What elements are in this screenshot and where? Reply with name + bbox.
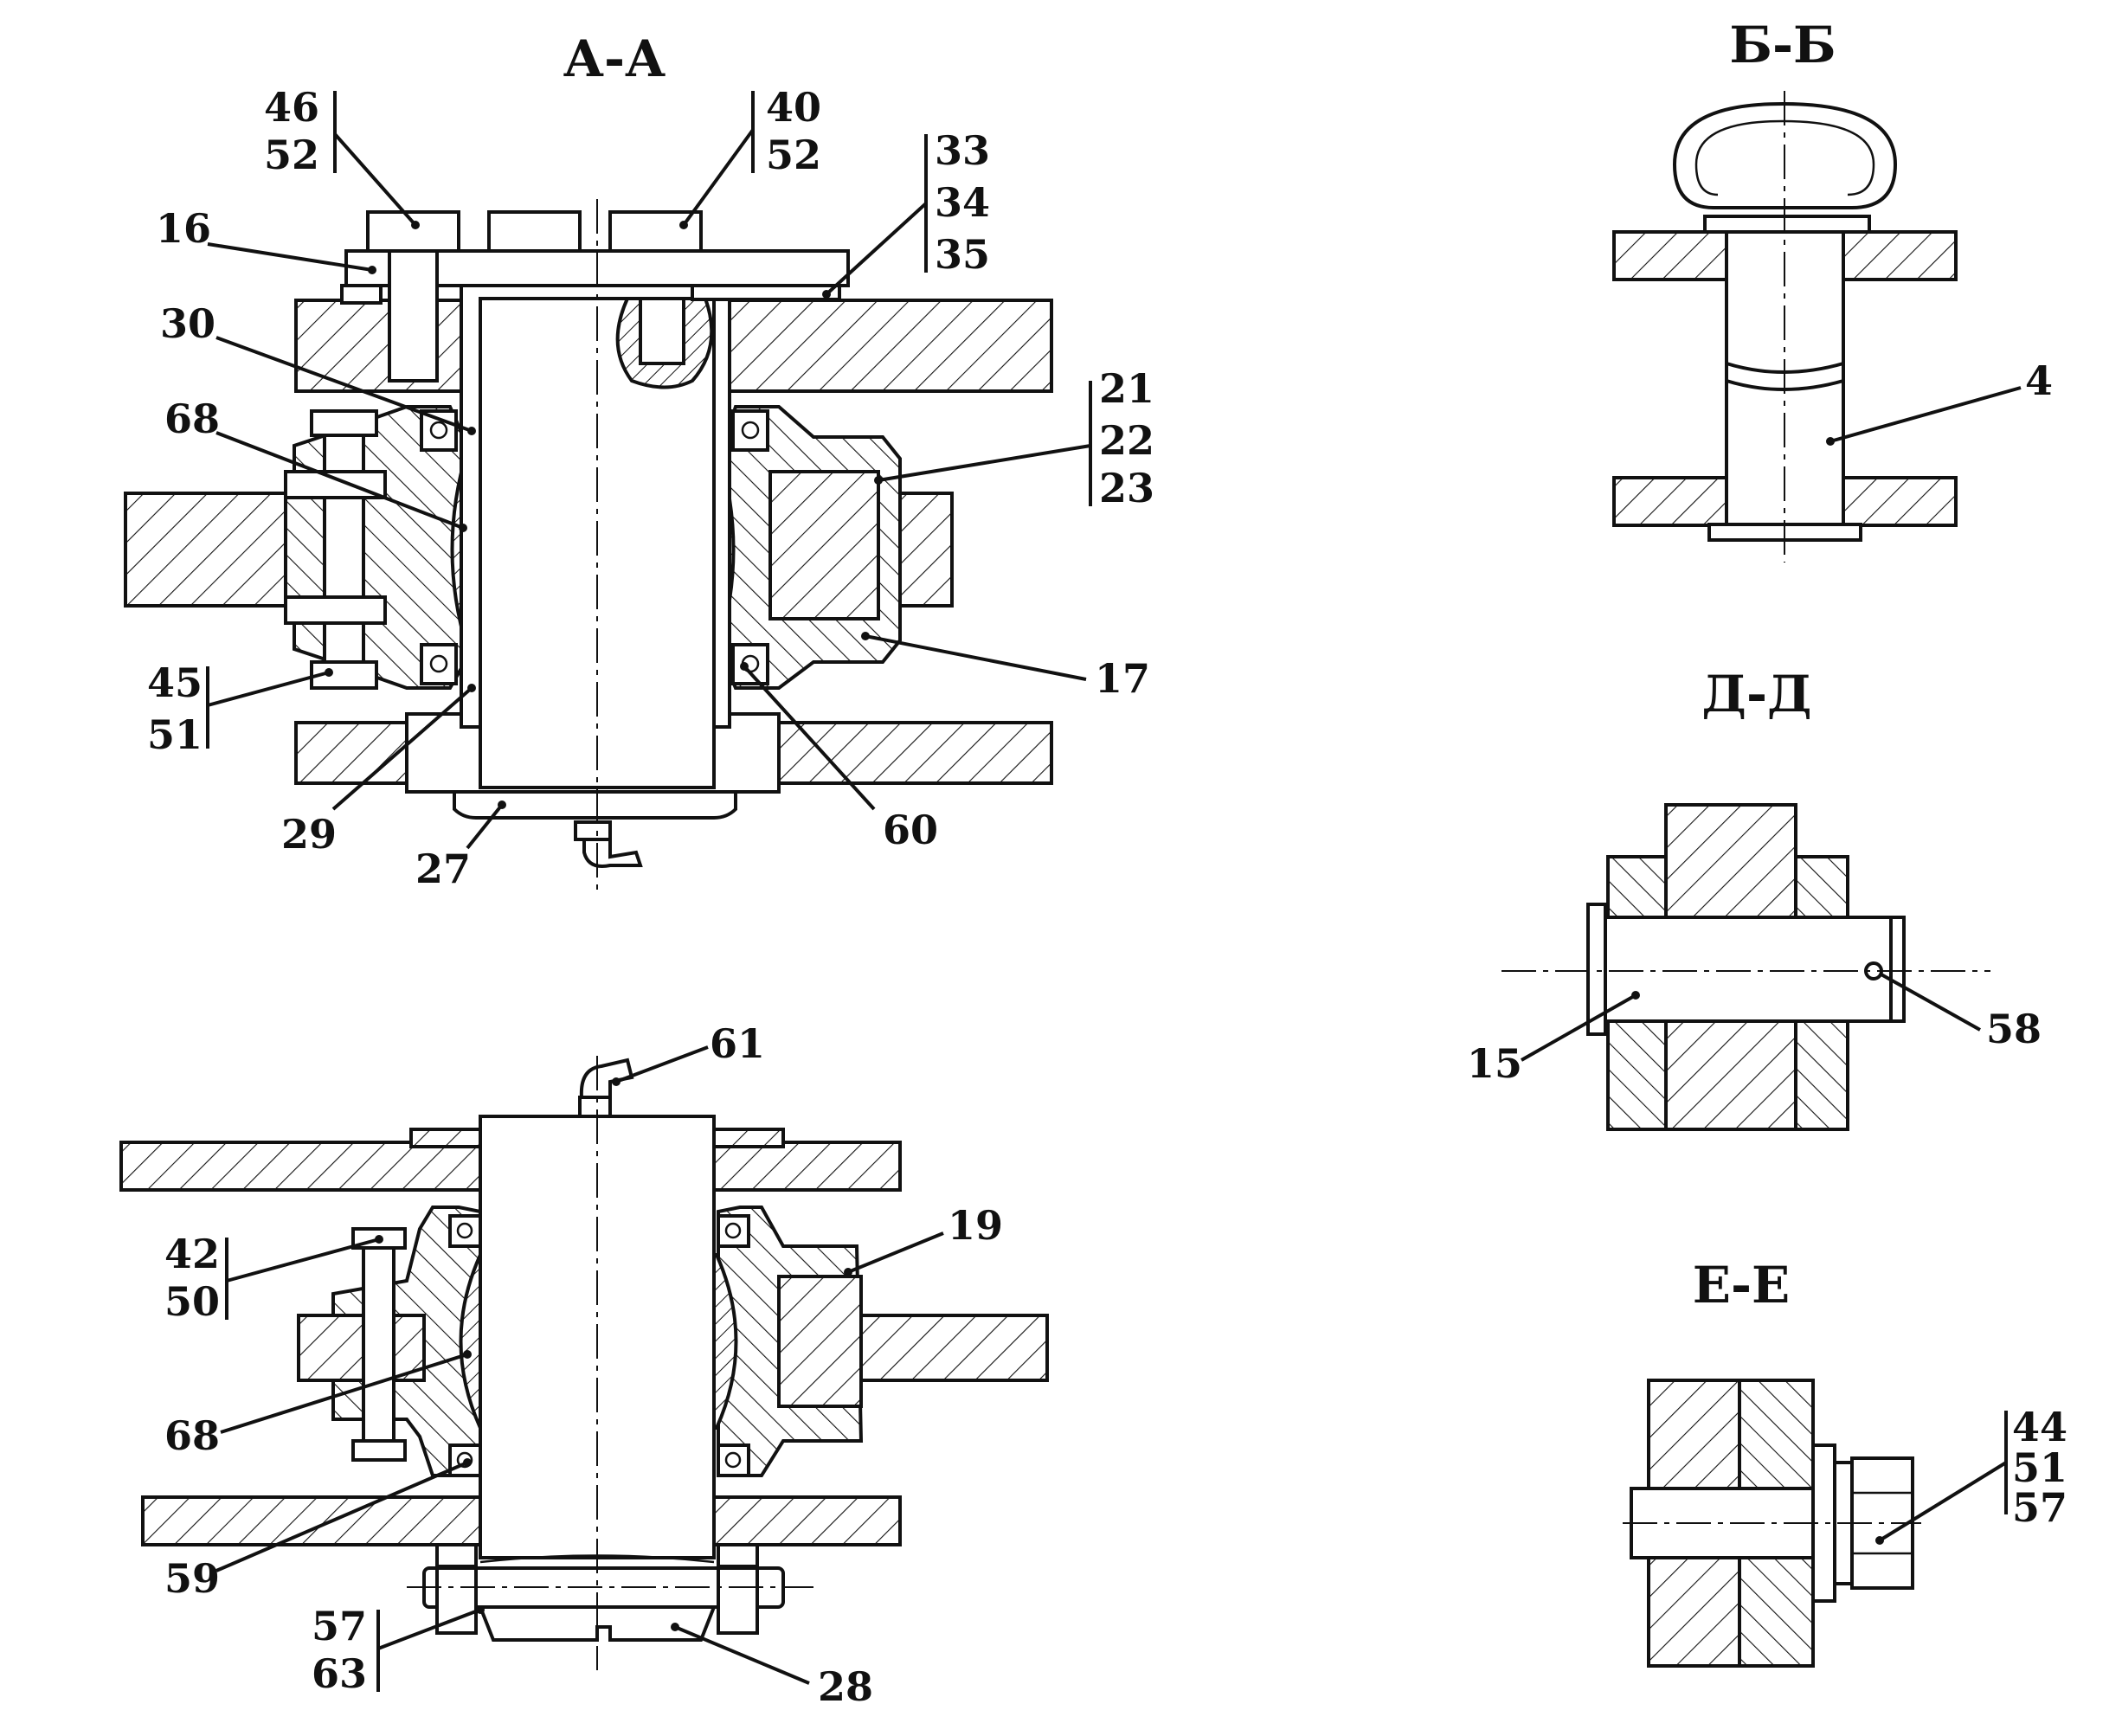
dd-left-plate-bot bbox=[1606, 1019, 1668, 1131]
callout-dd-58: 58 bbox=[1986, 1006, 2042, 1052]
callout-aa-30: 30 bbox=[160, 300, 215, 347]
bolt-head-right bbox=[608, 210, 703, 253]
low-bot-plate-left bbox=[141, 1495, 482, 1546]
callout-aa-21: 21 bbox=[1099, 365, 1154, 412]
callout-aa-23: 23 bbox=[1099, 465, 1154, 511]
callout-aa-22: 22 bbox=[1099, 417, 1154, 464]
callout-low-61: 61 bbox=[710, 1020, 765, 1067]
callout-ee-51: 51 bbox=[2012, 1444, 2067, 1491]
grease-fitting-aa bbox=[574, 820, 612, 841]
plate-bb-top-right bbox=[1842, 230, 1958, 281]
callout-aa-34: 34 bbox=[935, 179, 990, 226]
callout-low-28: 28 bbox=[818, 1663, 873, 1710]
section-dd-title: Д-Д bbox=[1701, 665, 1811, 723]
low-top-plate-right bbox=[712, 1141, 902, 1192]
bolt-head-left bbox=[366, 210, 460, 253]
callout-low-63: 63 bbox=[312, 1650, 367, 1697]
callout-aa-40: 40 bbox=[766, 84, 821, 131]
dd-left-plate-top bbox=[1606, 855, 1668, 919]
lower-section: 61 19 42 50 68 59 57 63 28 bbox=[119, 1020, 1049, 1710]
dd-center-plate-top bbox=[1664, 803, 1797, 919]
plate-bb-bot-left bbox=[1612, 476, 1728, 527]
dd-right-plate-bot bbox=[1794, 1019, 1849, 1131]
callout-aa-27: 27 bbox=[415, 845, 471, 892]
callout-aa-16: 16 bbox=[156, 205, 211, 252]
section-bb-title: Б-Б bbox=[1729, 16, 1836, 74]
callout-bb-4: 4 bbox=[2025, 357, 2053, 404]
seal-br bbox=[731, 643, 769, 685]
callout-low-19: 19 bbox=[948, 1202, 1003, 1249]
low-bolt bbox=[362, 1244, 395, 1447]
bolt-head-mid bbox=[487, 210, 582, 253]
grease-fitting-low bbox=[578, 1058, 634, 1118]
dd-center-plate-bot bbox=[1664, 1019, 1797, 1131]
callout-aa-29: 29 bbox=[281, 811, 337, 858]
callout-aa-52a: 52 bbox=[264, 132, 319, 178]
callout-aa-60: 60 bbox=[883, 807, 938, 853]
callout-low-59: 59 bbox=[164, 1555, 220, 1602]
plate-bb-top-left bbox=[1612, 230, 1728, 281]
bolt-shank-left bbox=[388, 249, 439, 383]
callout-ee-57: 57 bbox=[2012, 1484, 2067, 1531]
low-bot-plate-right bbox=[712, 1495, 902, 1546]
callout-low-57: 57 bbox=[312, 1603, 367, 1649]
right-insert bbox=[768, 470, 880, 620]
low-right-lever bbox=[855, 1314, 1049, 1382]
section-ee-title: Е-Е bbox=[1693, 1256, 1791, 1315]
callout-ee-44: 44 bbox=[2012, 1404, 2067, 1450]
section-ee: Е-Е 44 51 57 bbox=[1623, 1256, 2067, 1668]
callout-low-50: 50 bbox=[164, 1278, 220, 1325]
seal-tl bbox=[420, 409, 458, 452]
top-plate-right bbox=[717, 299, 1053, 393]
callout-aa-35: 35 bbox=[935, 231, 990, 278]
housing-bolt bbox=[323, 422, 365, 668]
bottom-cap bbox=[453, 790, 737, 820]
callout-aa-45: 45 bbox=[147, 659, 203, 706]
callout-aa-46: 46 bbox=[264, 84, 319, 131]
section-bb: Б-Б 4 bbox=[1612, 16, 2053, 563]
callout-aa-68: 68 bbox=[164, 395, 220, 442]
callout-low-68: 68 bbox=[164, 1412, 220, 1459]
plate-bb-bot-right bbox=[1842, 476, 1958, 527]
callout-aa-17: 17 bbox=[1095, 655, 1150, 702]
callout-aa-33: 33 bbox=[935, 127, 990, 174]
dd-right-plate-top bbox=[1794, 855, 1849, 919]
callout-low-42: 42 bbox=[164, 1231, 220, 1277]
dd-pin bbox=[1604, 916, 1893, 1023]
section-dd: Д-Д 15 58 bbox=[1467, 665, 2042, 1131]
callout-dd-15: 15 bbox=[1467, 1040, 1522, 1087]
seal-bl bbox=[420, 643, 458, 685]
low-top-plate-left bbox=[119, 1141, 482, 1192]
callout-aa-52b: 52 bbox=[766, 132, 821, 178]
seal-tr bbox=[731, 409, 769, 452]
section-aa-title: А-А bbox=[563, 29, 666, 88]
callout-aa-51: 51 bbox=[147, 711, 203, 758]
section-aa: А-А bbox=[124, 29, 1154, 892]
